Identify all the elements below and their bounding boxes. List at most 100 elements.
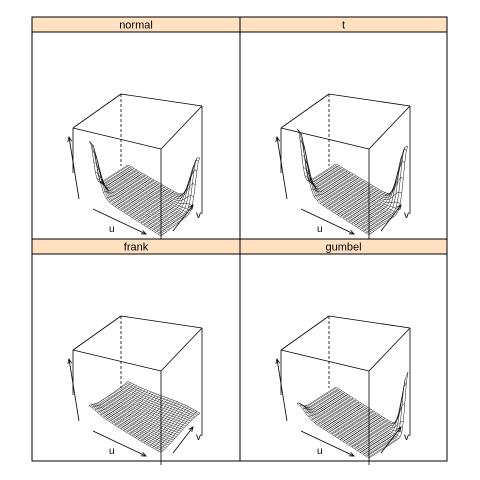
mesh-line-v — [331, 166, 404, 198]
mesh-line-v — [90, 404, 163, 452]
v-axis-label: v — [196, 210, 201, 221]
u-axis-arrow-head — [348, 452, 355, 457]
mesh-line-u — [155, 165, 195, 233]
mesh-line-u — [299, 388, 340, 408]
mesh-line-v — [127, 157, 200, 195]
panel-title: frank — [124, 242, 149, 254]
mesh-line-v — [298, 402, 371, 458]
mesh-line-v — [98, 402, 171, 444]
mesh-line-v — [309, 403, 382, 451]
mesh-line-u — [157, 411, 198, 452]
mesh-line-u — [88, 141, 129, 183]
mesh-line-u — [325, 405, 365, 431]
mesh-line-u — [368, 372, 409, 459]
mesh-line-v — [299, 403, 373, 457]
u-axis-label: u — [109, 224, 115, 235]
mesh-line-u — [109, 390, 149, 422]
z-axis-arrow-head — [67, 135, 72, 142]
mesh-line-v — [107, 396, 180, 434]
z-axis-arrow — [276, 358, 288, 422]
mesh-line-u — [140, 193, 180, 224]
mesh-line-u — [302, 145, 342, 185]
mesh-line-u — [314, 397, 354, 423]
mesh-line-u — [117, 393, 157, 428]
mesh-line-u — [160, 413, 201, 453]
z-axis-arrow-head — [275, 135, 280, 142]
mesh-line-u — [319, 401, 360, 427]
u-axis-arrow — [300, 430, 355, 457]
mesh-line-u — [319, 177, 360, 204]
mesh-line-v — [101, 400, 174, 441]
mesh-line-v — [123, 167, 196, 199]
mesh-line-v — [120, 169, 193, 206]
mesh-line-v — [93, 403, 166, 449]
mesh-line-v — [307, 180, 381, 228]
surface-mesh — [88, 141, 201, 237]
mesh-line-u — [363, 397, 403, 455]
mesh-line-u — [106, 174, 146, 199]
mesh-line-u — [114, 179, 155, 207]
mesh-line-u — [126, 397, 166, 433]
mesh-line-u — [97, 169, 137, 189]
u-axis-label: u — [109, 446, 115, 457]
u-axis-label: u — [317, 224, 323, 235]
mesh-line-u — [91, 382, 132, 408]
mesh-line-u — [363, 156, 403, 232]
mesh-line-u — [129, 188, 169, 216]
mesh-line-u — [331, 408, 371, 435]
mesh-line-v — [126, 382, 199, 415]
mesh-line-v — [323, 394, 396, 442]
box-edge — [280, 93, 330, 129]
mesh-line-v — [312, 178, 385, 224]
mesh-line-u — [123, 184, 163, 213]
mesh-line-u — [337, 412, 377, 438]
box-edge — [368, 105, 411, 150]
mesh-line-u — [91, 144, 132, 185]
mesh-line-u — [342, 416, 383, 442]
mesh-line-v — [109, 395, 182, 432]
mesh-line-u — [357, 181, 397, 228]
mesh-line-u — [365, 146, 406, 234]
mesh-line-u — [354, 189, 394, 226]
mesh-line-u — [342, 190, 383, 219]
mesh-line-v — [324, 393, 398, 441]
mesh-line-v — [304, 405, 377, 454]
mesh-line-v — [113, 173, 187, 218]
mesh-line-v — [124, 166, 197, 197]
mesh-line-v — [98, 181, 171, 230]
box-edge — [280, 127, 370, 150]
mesh-line-v — [95, 403, 168, 447]
box-edge — [120, 315, 203, 329]
mesh-line-u — [149, 185, 189, 229]
mesh-line-u — [132, 399, 172, 436]
panel-strip — [239, 16, 448, 33]
v-axis-label: v — [196, 432, 201, 443]
box-edge — [72, 93, 122, 129]
mesh-line-v — [314, 177, 387, 223]
u-axis-arrow — [92, 208, 147, 235]
mesh-line-u — [345, 192, 386, 221]
mesh-line-u — [143, 403, 183, 443]
mesh-line-u — [360, 412, 400, 453]
box-edge — [328, 93, 411, 107]
mesh-line-u — [123, 396, 163, 431]
mesh-line-u — [103, 173, 143, 194]
mesh-line-u — [134, 400, 175, 438]
mesh-line-u — [302, 390, 342, 411]
mesh-line-v — [312, 401, 385, 449]
mesh-line-v — [328, 168, 401, 204]
mesh-line-u — [334, 410, 374, 437]
mesh-line-u — [348, 193, 388, 223]
box-edge — [72, 349, 162, 372]
mesh-line-u — [317, 399, 357, 425]
mesh-line-u — [360, 169, 400, 230]
box-edge — [72, 315, 122, 351]
mesh-line-v — [317, 398, 390, 446]
mesh-line-u — [296, 128, 337, 182]
mesh-line-v — [104, 398, 177, 437]
mesh-line-u — [129, 398, 169, 435]
mesh-line-v — [115, 172, 188, 216]
mesh-line-u — [137, 401, 178, 440]
mesh-line-u — [299, 132, 340, 183]
